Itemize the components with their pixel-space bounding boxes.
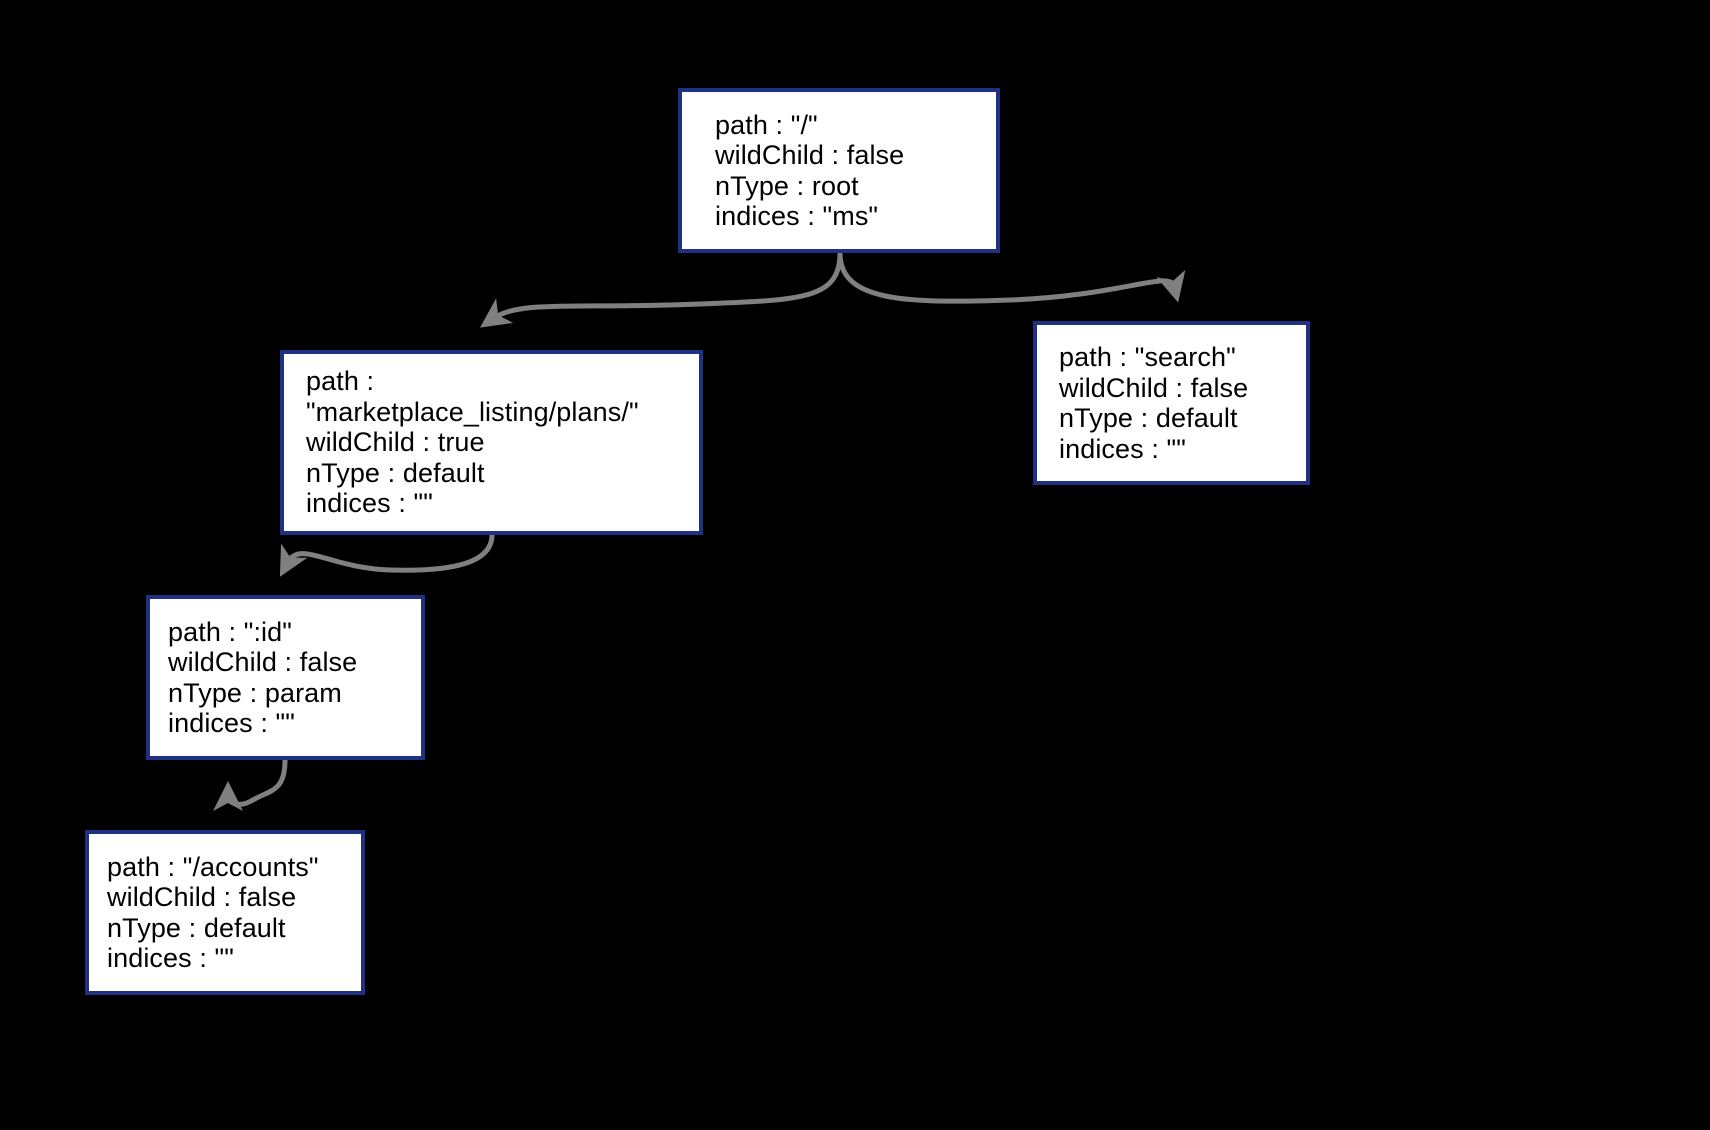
node-marketplace-line-path-value: "marketplace_listing/plans/": [306, 396, 639, 427]
node-search-line-wildchild: wildChild : false: [1059, 372, 1249, 403]
node-marketplace-line-path-label: path :: [306, 366, 375, 397]
node-marketplace-line-wildchild: wildChild : true: [306, 427, 485, 458]
node-id-line-ntype: nType : param: [168, 677, 342, 708]
node-accounts-line-path: path : "/accounts": [107, 851, 319, 882]
node-search-line-ntype: nType : default: [1059, 403, 1238, 433]
edge-id-to-accounts: [213, 757, 288, 812]
node-id-line-indices: indices : "": [168, 708, 295, 738]
node-marketplace-line-indices: indices : "": [306, 488, 433, 519]
node-marketplace-listing-plans[interactable]: path : "marketplace_listing/plans/" wild…: [280, 350, 703, 535]
node-id-line-path: path : ":id": [168, 616, 292, 647]
node-root-line-path: path : "/": [715, 109, 818, 140]
node-marketplace-fields: path : "marketplace_listing/plans/" wild…: [284, 366, 699, 519]
node-accounts-line-wildchild: wildChild : false: [107, 882, 297, 912]
node-root-line-ntype: nType : root: [715, 170, 859, 201]
node-search-line-indices: indices : "": [1059, 433, 1186, 464]
node-root-line-indices: indices : "ms": [715, 201, 879, 231]
node-accounts-line-indices: indices : "": [107, 943, 234, 973]
edge-root-to-search: [837, 250, 1186, 304]
edge-marketplace-to-id: [279, 532, 495, 577]
node-root[interactable]: path : "/" wildChild : false nType : roo…: [678, 88, 1000, 253]
node-accounts[interactable]: path : "/accounts" wildChild : false nTy…: [85, 830, 365, 995]
node-accounts-fields: path : "/accounts" wildChild : false nTy…: [89, 852, 361, 974]
node-root-line-wildchild: wildChild : false: [715, 140, 905, 170]
node-id-fields: path : ":id" wildChild : false nType : p…: [150, 617, 421, 739]
node-id-line-wildchild: wildChild : false: [168, 647, 358, 677]
node-search[interactable]: path : "search" wildChild : false nType …: [1033, 321, 1310, 485]
edge-root-to-marketplace: [480, 250, 843, 328]
node-search-fields: path : "search" wildChild : false nType …: [1037, 342, 1306, 464]
node-root-fields: path : "/" wildChild : false nType : roo…: [682, 110, 996, 232]
node-id-param[interactable]: path : ":id" wildChild : false nType : p…: [146, 595, 425, 760]
node-accounts-line-ntype: nType : default: [107, 912, 286, 943]
node-search-line-path: path : "search": [1059, 342, 1236, 372]
node-marketplace-line-ntype: nType : default: [306, 457, 485, 488]
